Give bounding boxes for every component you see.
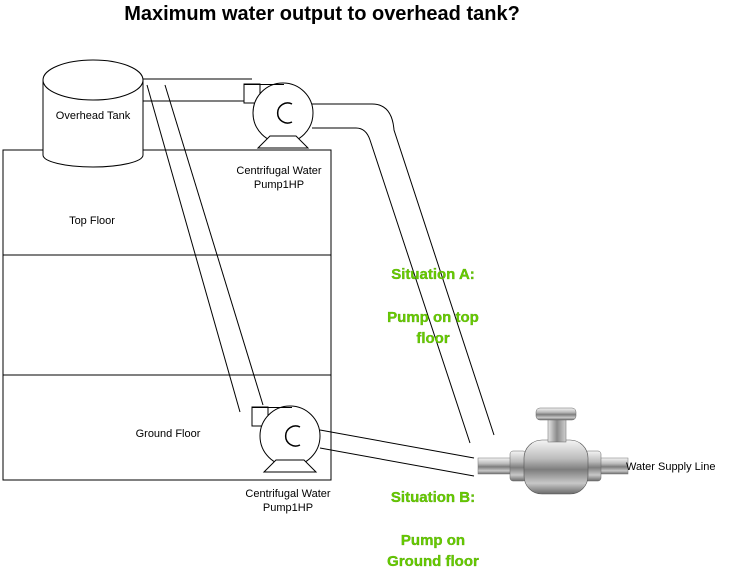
pipe-tank-to-ground-pump-a (146, 84, 241, 413)
situation-b-heading: Situation B: (391, 489, 475, 506)
top-pump-label-line2: Pump1HP (254, 179, 304, 191)
situation-a-heading: Situation A: (391, 266, 475, 283)
pipe-top-pump-to-supply-inner (312, 127, 471, 444)
diagram-title: Maximum water output to overhead tank? (124, 3, 520, 25)
ground-pump-label-line1: Centrifugal Water (245, 488, 331, 500)
pipe-ground-pump-to-supply-lower (319, 447, 475, 477)
ground-pump-label-line2: Pump1HP (263, 502, 313, 514)
pipe-tank-to-ground-pump-b (164, 84, 264, 406)
ground-floor-label: Ground Floor (136, 428, 201, 440)
pipe-top-pump-to-supply-outer (312, 103, 495, 436)
pipe-ground-pump-to-supply-upper (319, 429, 475, 459)
centrifugal-pump-icon (251, 405, 321, 473)
situation-b-line1: Pump on (401, 532, 465, 549)
overhead-tank-label: Overhead Tank (56, 110, 131, 122)
top-pump-label-line1: Centrifugal Water (236, 165, 322, 177)
situation-a-line1: Pump on top (387, 309, 479, 326)
top-floor-label: Top Floor (69, 215, 115, 227)
situation-a-line2: floor (416, 330, 449, 347)
centrifugal-pump-icon (243, 82, 314, 149)
water-supply-line-label: Water Supply Line (626, 461, 715, 473)
building (2, 149, 332, 481)
overhead-tank (42, 59, 144, 168)
situation-b-line2: Ground floor (387, 553, 479, 570)
ball-valve-icon (477, 407, 629, 495)
